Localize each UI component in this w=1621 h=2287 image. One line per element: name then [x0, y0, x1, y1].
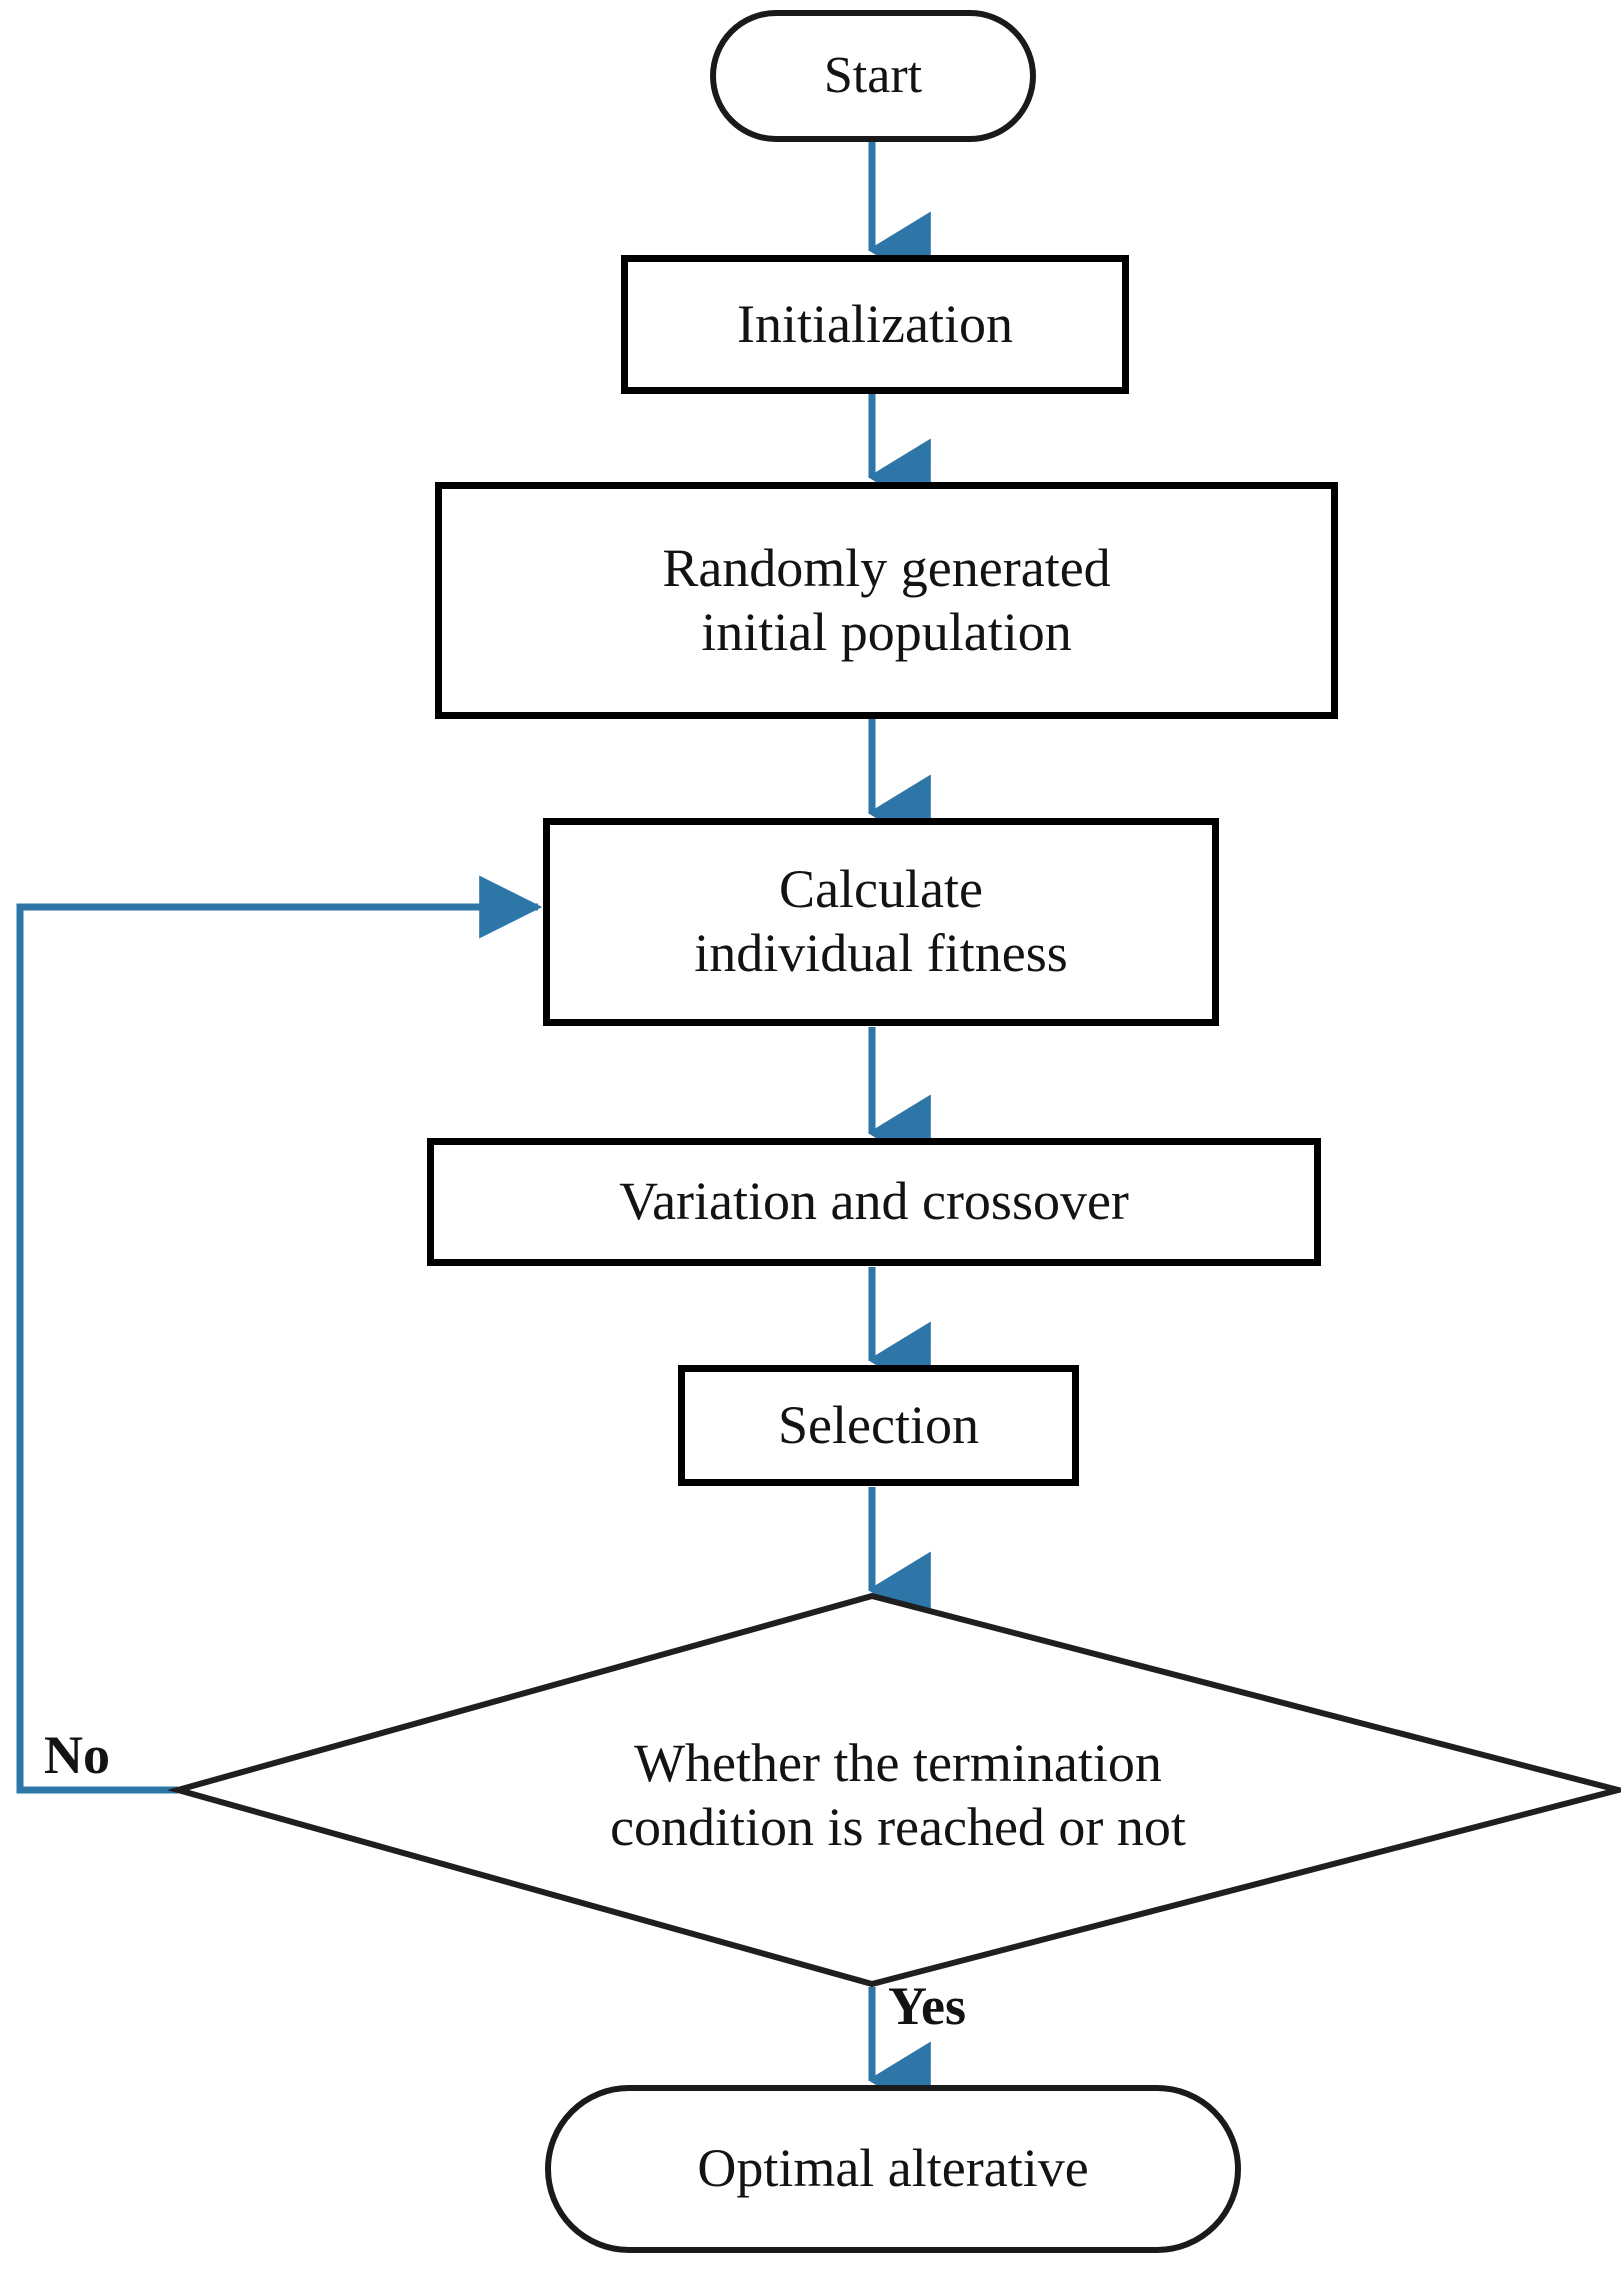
node-random-initial-population-label: Randomly generated initial population — [662, 537, 1111, 662]
edge-decision-no-feedback — [16, 875, 543, 1794]
node-random-initial-population[interactable]: Randomly generated initial population — [435, 482, 1338, 719]
node-initialization-label: Initialization — [737, 293, 1013, 354]
node-start[interactable]: Start — [710, 10, 1036, 142]
node-variation-and-crossover[interactable]: Variation and crossover — [427, 1138, 1321, 1266]
node-selection-label: Selection — [778, 1394, 979, 1455]
node-optimal-alterative-label: Optimal alterative — [697, 2138, 1089, 2199]
node-selection[interactable]: Selection — [678, 1365, 1079, 1486]
node-initialization[interactable]: Initialization — [621, 255, 1129, 394]
node-termination-condition-decision-label: Whether the termination condition is rea… — [610, 1733, 1186, 1857]
node-calculate-individual-fitness[interactable]: Calculate individual fitness — [543, 818, 1219, 1026]
decision-diamond-outline — [166, 1592, 1621, 1988]
node-start-label: Start — [823, 47, 923, 105]
node-optimal-alterative[interactable]: Optimal alterative — [545, 2085, 1241, 2253]
edge-label-no: No — [44, 1725, 110, 1785]
edge-label-yes: Yes — [888, 1976, 966, 2036]
node-variation-and-crossover-label: Variation and crossover — [619, 1171, 1129, 1232]
node-termination-condition-decision[interactable]: Whether the termination condition is rea… — [175, 1594, 1621, 1986]
node-calculate-individual-fitness-label: Calculate individual fitness — [694, 859, 1068, 983]
